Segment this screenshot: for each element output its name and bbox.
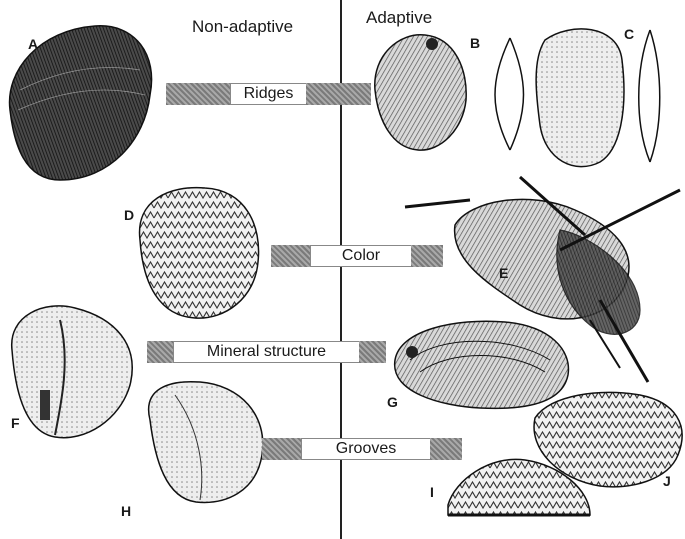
trait-grooves: Grooves [301, 438, 431, 460]
color-bar-left [271, 245, 311, 267]
label-b: B [470, 35, 480, 51]
color-bar-right [411, 245, 443, 267]
label-i: I [430, 484, 434, 500]
shell-d [140, 188, 259, 318]
grooves-bar-left [262, 438, 302, 460]
shell-h [149, 382, 263, 503]
label-d: D [124, 207, 134, 223]
shell-g [395, 321, 569, 408]
mineral-bar-right [359, 341, 386, 363]
shell-f [12, 306, 133, 438]
trait-mineral-structure: Mineral structure [173, 341, 360, 363]
shell-c [495, 29, 660, 167]
shell-b [375, 35, 466, 150]
trait-color: Color [310, 245, 412, 267]
grooves-bar-right [430, 438, 462, 460]
ridges-bar-left [166, 83, 231, 105]
label-e: E [499, 265, 508, 281]
ridges-bar-right [306, 83, 371, 105]
mineral-bar-left [147, 341, 174, 363]
trait-ridges: Ridges [230, 83, 307, 105]
label-f: F [11, 415, 20, 431]
header-non-adaptive: Non-adaptive [192, 17, 293, 37]
label-j: J [663, 473, 671, 489]
label-h: H [121, 503, 131, 519]
label-a: A [28, 36, 38, 52]
header-adaptive: Adaptive [366, 8, 432, 28]
label-g: G [387, 394, 398, 410]
label-c: C [624, 26, 634, 42]
